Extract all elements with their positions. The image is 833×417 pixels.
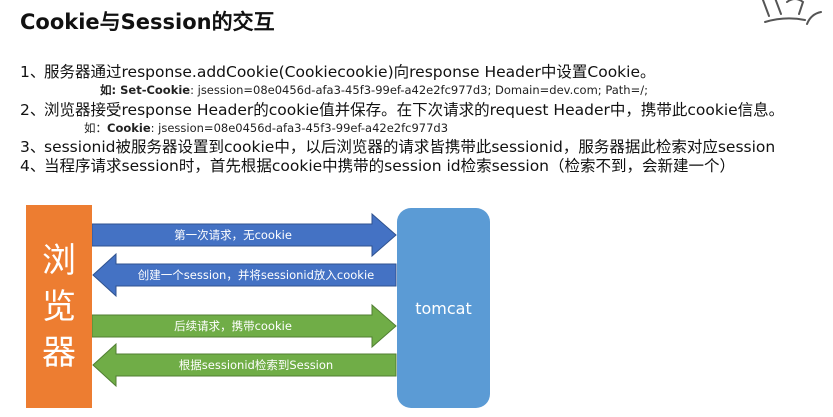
arrow-create-session <box>92 252 397 298</box>
arrow-label-first-request: 第一次请求，无cookie <box>174 228 292 242</box>
arrow-label-retrieve-session: 根据sessionid检索到Session <box>178 358 334 372</box>
tomcat-label: tomcat <box>415 298 472 318</box>
list-item-2: 2、浏览器接受response Header的cookie值并保存。在下次请求的… <box>20 101 785 119</box>
list-item-1: 1、服务器通过response.addCookie(Cookiecookie)向… <box>20 63 656 81</box>
browser-char-1: 浏 <box>42 240 76 281</box>
tomcat-box: tomcat <box>397 208 490 408</box>
arrow-first-request <box>92 212 397 258</box>
page-title: Cookie与Session的交互 <box>20 10 275 34</box>
browser-char-3: 器 <box>42 332 76 373</box>
example-cookie: 如：Cookie: jsession=08e0456d-afa3-45f3-99… <box>84 121 449 135</box>
list-item-4: 4、当程序请求session时，首先根据cookie中携带的session id… <box>20 157 736 175</box>
arrow-subsequent-request <box>92 303 397 349</box>
browser-box: 浏 览 器 <box>26 205 92 408</box>
browser-char-2: 览 <box>42 286 76 327</box>
logo-icon <box>762 0 822 25</box>
arrow-retrieve-session <box>92 342 397 388</box>
arrow-label-create-session: 创建一个session，并将sessionid放入cookie <box>137 268 375 282</box>
list-item-3: 3、sessionid被服务器设置到cookie中，以后浏览器的请求皆携带此se… <box>20 138 776 156</box>
arrow-label-subsequent-request: 后续请求，携带cookie <box>174 319 292 333</box>
example-set-cookie: 如: Set-Cookie: jsession=08e0456d-afa3-45… <box>100 83 648 97</box>
